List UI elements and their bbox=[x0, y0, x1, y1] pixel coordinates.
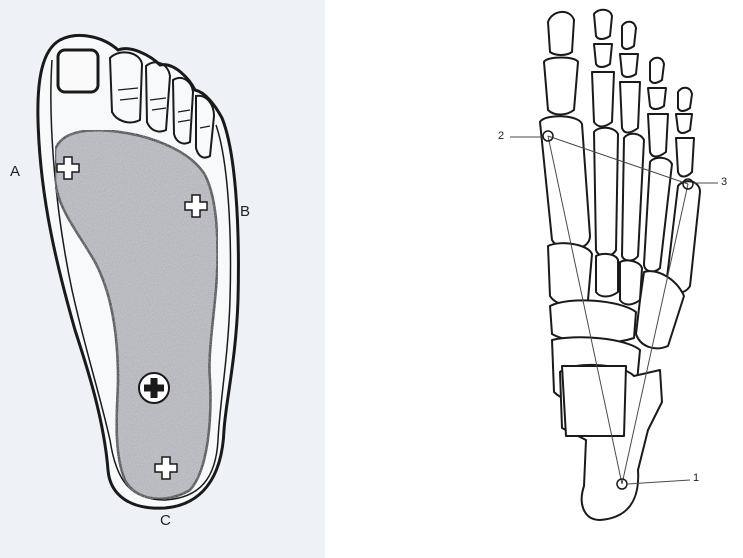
skeleton-panel: 1 2 3 bbox=[325, 0, 743, 558]
cuneiform-intermediate bbox=[596, 254, 618, 297]
phalanx-1-distal bbox=[548, 12, 574, 55]
label-a: A bbox=[10, 163, 20, 180]
phalanx-2-distal bbox=[594, 10, 612, 39]
cuneiform-lateral bbox=[620, 260, 642, 304]
phalanx-5-middle bbox=[676, 114, 692, 133]
phalanx-3-proximal bbox=[620, 82, 640, 133]
phalanx-5-distal bbox=[678, 88, 692, 111]
phalanx-3-distal bbox=[622, 22, 636, 49]
marker-midfoot-strong bbox=[139, 373, 169, 403]
metatarsal-3 bbox=[622, 134, 644, 261]
point-1-label: 1 bbox=[693, 472, 699, 484]
phalanx-5-proximal bbox=[676, 138, 694, 177]
point-2-label: 2 bbox=[498, 130, 504, 142]
phalanx-2-proximal bbox=[592, 72, 614, 127]
point-3-label: 3 bbox=[721, 176, 727, 188]
navicular bbox=[550, 300, 636, 343]
skeleton-drawing bbox=[325, 0, 743, 558]
phalanx-3-middle bbox=[620, 54, 638, 77]
phalanx-1-proximal bbox=[544, 58, 578, 115]
footprint-panel: A B C bbox=[0, 0, 325, 558]
cuneiform-medial bbox=[548, 243, 592, 306]
phalanx-4-proximal bbox=[648, 114, 668, 157]
label-b: B bbox=[240, 203, 250, 220]
phalanx-4-distal bbox=[650, 58, 664, 83]
label-c: C bbox=[160, 512, 171, 529]
metatarsal-2 bbox=[594, 128, 618, 256]
phalanx-4-middle bbox=[648, 88, 666, 109]
footprint-drawing bbox=[0, 0, 325, 558]
metatarsal-4 bbox=[644, 158, 672, 272]
phalanx-2-middle bbox=[594, 44, 612, 67]
talus-head bbox=[562, 366, 626, 436]
big-toe-nail bbox=[58, 50, 98, 92]
metatarsal-1 bbox=[540, 116, 590, 249]
metatarsal-5 bbox=[666, 181, 700, 293]
